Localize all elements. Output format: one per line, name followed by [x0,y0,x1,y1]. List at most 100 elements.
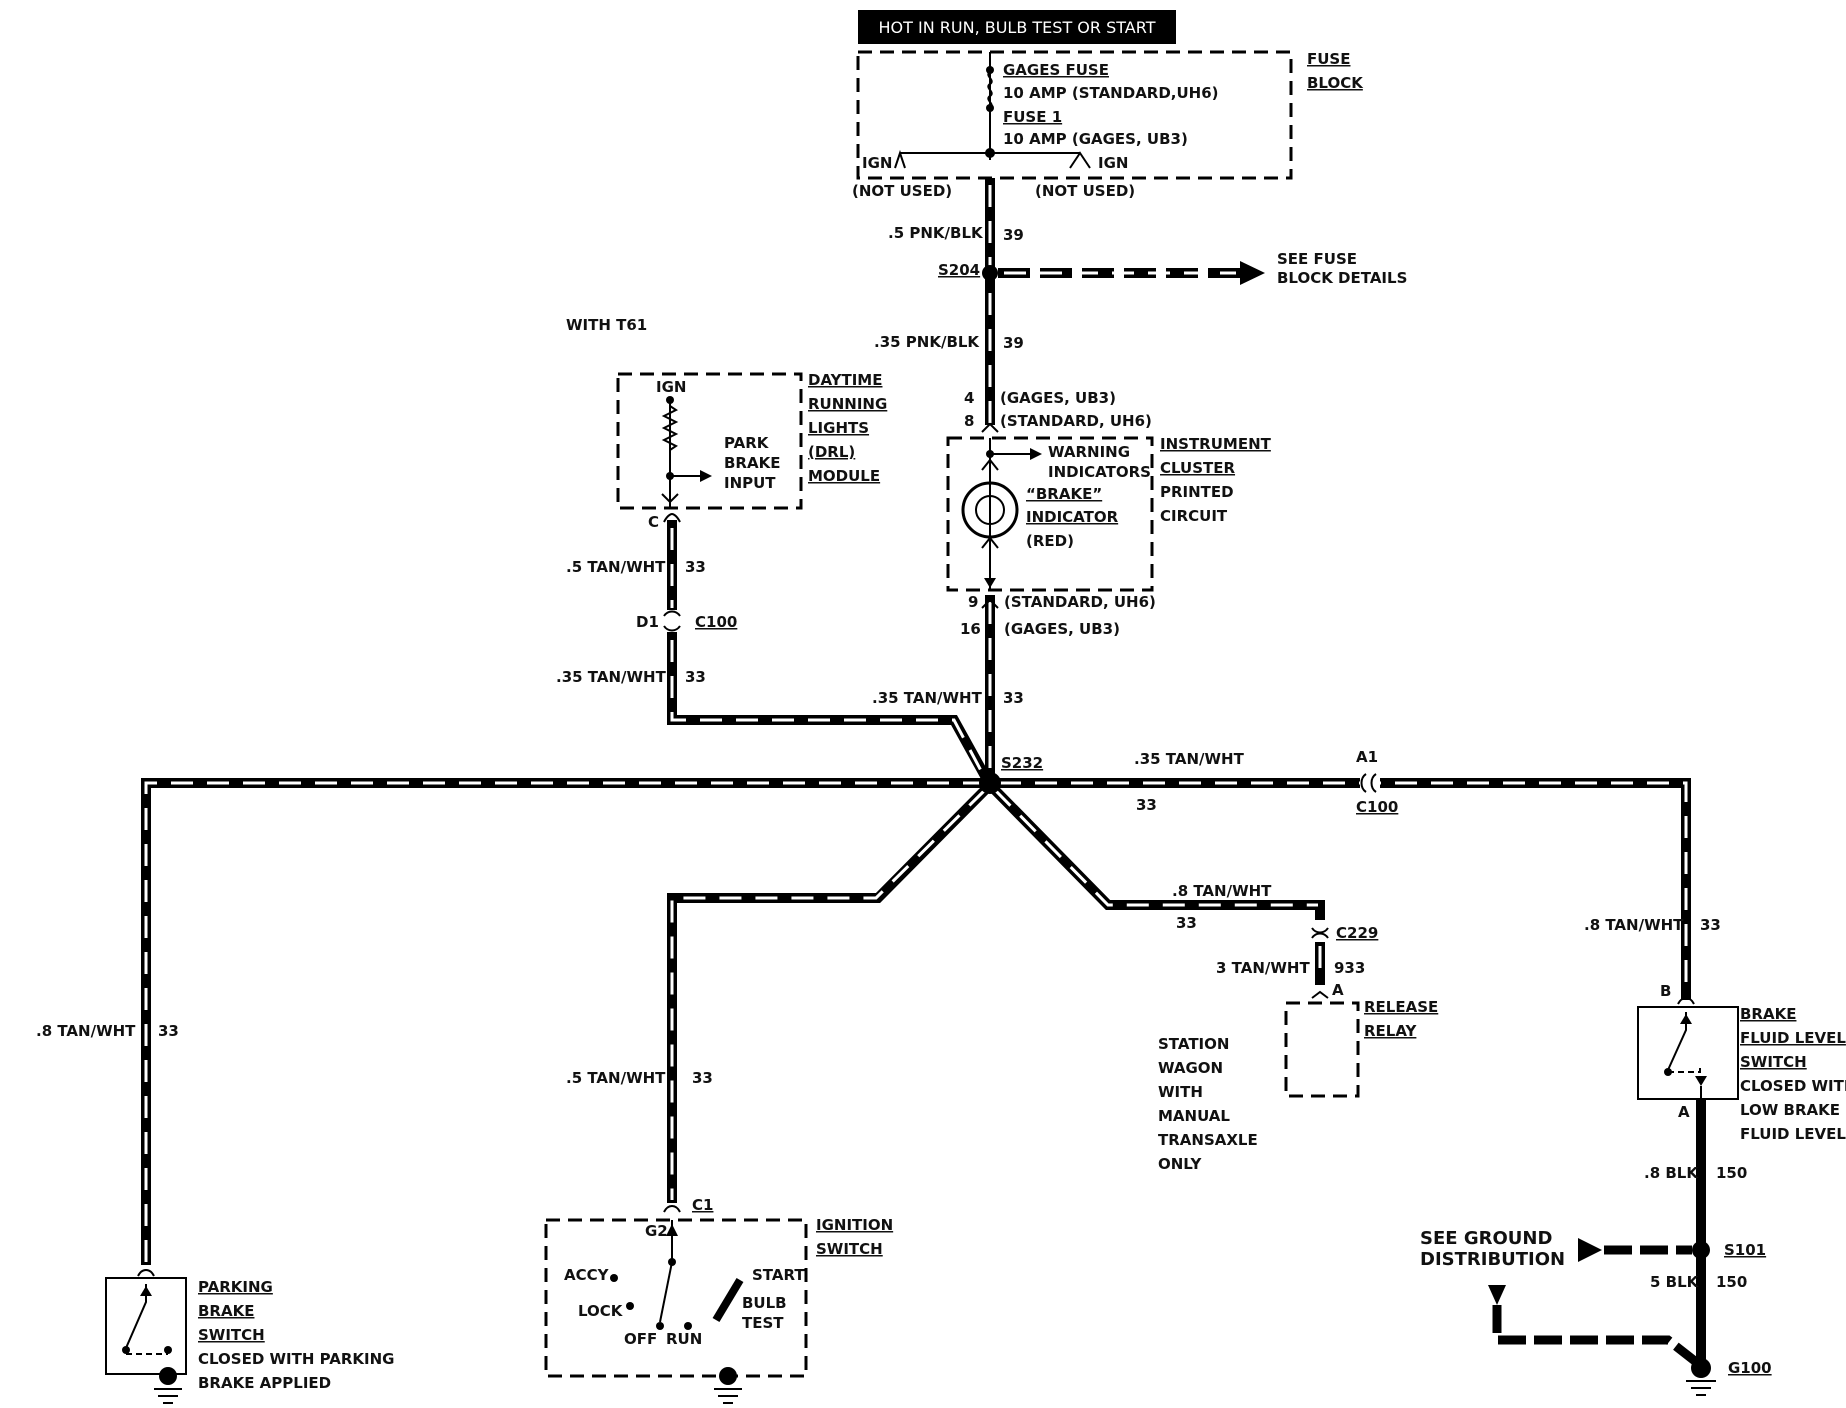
see-ground-1: SEE GROUND [1420,1228,1552,1249]
parking-desc-1: CLOSED WITH PARKING [198,1350,395,1368]
bfl-desc-3: FLUID LEVEL [1740,1125,1846,1143]
right-bus-gauge: .35 TAN/WHT [1134,750,1245,768]
bus-wires [141,778,1691,1265]
c100-right-conn: C100 [1356,798,1398,816]
relay-note-1: STATION [1158,1035,1229,1053]
relay-in-circuit: 933 [1334,959,1365,977]
fuse1-rating: 10 AMP (GAGES, UB3) [1003,130,1188,148]
wire2-gauge: .35 PNK/BLK [874,333,980,351]
ign-test: TEST [742,1314,784,1332]
relay-wire-circuit: 33 [1176,914,1197,932]
cluster-pin-4-note: (GAGES, UB3) [1000,389,1116,407]
ground2-circuit: 150 [1716,1273,1747,1291]
ignition-conn-c1: C1 [692,1196,713,1214]
right-bus-circuit: 33 [1136,796,1157,814]
relay-note-6: ONLY [1158,1155,1203,1173]
drl-c100-gauge: .35 TAN/WHT [556,668,667,686]
bfl-title-2: FLUID LEVEL [1740,1029,1846,1047]
ignition-title-2: SWITCH [816,1240,883,1258]
relay-pin-a: A [1332,981,1344,999]
brake-indicator-2: INDICATOR [1026,508,1119,526]
ground-g100-symbol [1686,1358,1716,1396]
power-label: HOT IN RUN, BULB TEST OR START [879,18,1156,37]
drl-park-3: INPUT [724,474,776,492]
not-used-left: (NOT USED) [852,182,952,200]
drl-park-1: PARK [724,434,770,452]
cluster-pin-4: 4 [964,389,974,407]
ignition-wire-gauge: .5 TAN/WHT [566,1069,666,1087]
cluster-title-4: CIRCUIT [1160,507,1228,525]
parking-wire-circuit: 33 [158,1022,179,1040]
cluster-pin-16-note: (GAGES, UB3) [1004,620,1120,638]
cluster-pin-8: 8 [964,412,974,430]
wire2-circuit: 39 [1003,334,1024,352]
s232-label: S232 [1001,754,1043,772]
drl-title-3: LIGHTS [808,419,869,437]
parking-title-3: SWITCH [198,1326,265,1344]
drl-out-gauge: .5 TAN/WHT [566,558,666,576]
see-ground-arrow [1578,1238,1602,1262]
brake-fluid-wire-gauge: .8 TAN/WHT [1584,916,1684,934]
fuse1-label: FUSE 1 [1003,108,1062,126]
bfl-title-1: BRAKE [1740,1005,1796,1023]
cluster-pin-9: 9 [968,593,978,611]
drl-title-5: MODULE [808,467,880,485]
ign-accy: ACCY [564,1266,610,1284]
cluster-out-gauge: .35 TAN/WHT [872,689,983,707]
bfl-desc-1: CLOSED WITH [1740,1077,1846,1095]
ign-run: RUN [666,1330,702,1348]
see-fuse-arrow [1240,261,1265,285]
cluster-pin-16: 16 [960,620,981,638]
ignition-title-1: IGNITION [816,1216,893,1234]
ignition-pin-g2: G2 [645,1222,668,1240]
ign-start: START [752,1266,805,1284]
fuse-block: GAGES FUSE 10 AMP (STANDARD,UH6) FUSE 1 … [852,50,1364,200]
ignition-switch: C1 G2 ACCY LOCK OFF RUN START BULB TEST … [544,1196,893,1404]
wire1-gauge: .5 PNK/BLK [888,224,984,242]
brake-indicator-1: “BRAKE” [1026,485,1102,503]
ign-right: IGN [1098,154,1128,172]
drl-title-1: DAYTIME [808,371,882,389]
relay-note-4: MANUAL [1158,1107,1230,1125]
s204-label: S204 [938,261,980,279]
ign-off: OFF [624,1330,657,1348]
drl-module: WITH T61 IGN PARK BRAKE INPUT DAYTIME RU… [566,316,887,531]
see-fuse-note-2: BLOCK DETAILS [1277,269,1407,287]
cluster-pin-8-note: (STANDARD, UH6) [1000,412,1152,430]
bfl-title-3: SWITCH [1740,1053,1807,1071]
parking-brake-switch: PARKING BRAKE SWITCH CLOSED WITH PARKING… [105,1269,395,1404]
cluster-title-3: PRINTED [1160,483,1234,501]
drl-conn-pin-d1: D1 [636,613,659,631]
drl-conn-c100: C100 [695,613,737,631]
drl-ign: IGN [656,378,686,396]
ign-left: IGN [862,154,892,172]
cluster-out-circuit: 33 [1003,689,1024,707]
ground1-circuit: 150 [1716,1164,1747,1182]
cluster-pin-9-note: (STANDARD, UH6) [1004,593,1156,611]
ignition-wire-circuit: 33 [692,1069,713,1087]
c100-right-pin: A1 [1356,748,1378,766]
drl-out-circuit: 33 [685,558,706,576]
brake-fluid-wire-circuit: 33 [1700,916,1721,934]
ign-lock: LOCK [578,1302,624,1320]
g100-label: G100 [1728,1359,1772,1377]
ign-bulb: BULB [742,1294,787,1312]
relay-conn-c229: C229 [1336,924,1378,942]
warning-indicators-1: WARNING [1048,443,1130,461]
brake-indicator-color: (RED) [1026,532,1074,550]
release-relay: .8 TAN/WHT 33 C229 3 TAN/WHT 933 A RELEA… [1158,882,1438,1173]
drl-c100-circuit: 33 [685,668,706,686]
bfl-pin-b: B [1660,982,1671,1000]
power-label-box [858,10,1176,44]
brake-fluid-level-switch: .8 TAN/WHT 33 B A BRAKE FLUID LEVEL SWIT… [1584,916,1846,1143]
ground2-gauge: 5 BLK [1650,1273,1700,1291]
splice-s204 [982,265,998,281]
bfl-pin-a: A [1678,1103,1690,1121]
not-used-right: (NOT USED) [1035,182,1135,200]
fuse-block-title-2: BLOCK [1307,74,1364,92]
with-t61-note: WITH T61 [566,316,647,334]
relay-wire-gauge: .8 TAN/WHT [1172,882,1272,900]
drl-title-4: (DRL) [808,443,855,461]
drl-title-2: RUNNING [808,395,887,413]
